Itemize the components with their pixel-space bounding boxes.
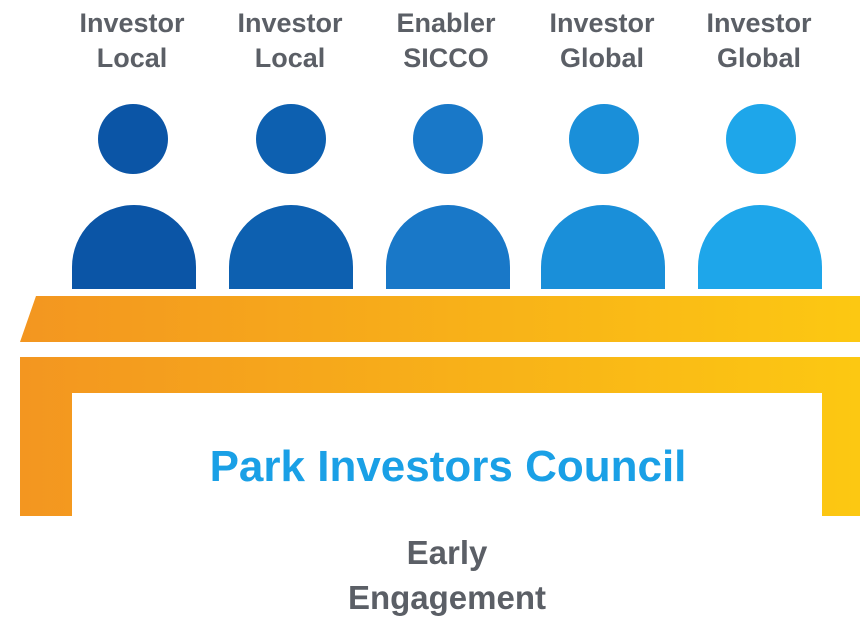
footer-line-2: Engagement (347, 579, 547, 616)
member-role: Investor (706, 8, 812, 38)
member-label-4: Investor Global (532, 6, 672, 76)
person-head (569, 104, 639, 174)
member-label-1: Investor Local (62, 6, 202, 76)
member-role: Investor (237, 8, 343, 38)
member-label-3: Enabler SICCO (376, 6, 516, 76)
table-frame (20, 357, 860, 516)
person-head (256, 104, 326, 174)
table-top (20, 296, 860, 342)
early-engagement-label: Early Engagement (327, 530, 567, 620)
council-title: Park Investors Council (209, 442, 687, 491)
member-label-2: Investor Local (220, 6, 360, 76)
person-head (413, 104, 483, 174)
member-scope: Local (96, 43, 168, 73)
member-label-5: Investor Global (689, 6, 829, 76)
member-scope: Global (559, 43, 644, 73)
member-scope: SICCO (403, 43, 489, 73)
person-head (98, 104, 168, 174)
member-scope: Local (254, 43, 326, 73)
member-role: Investor (79, 8, 185, 38)
member-role: Enabler (396, 8, 496, 38)
member-role: Investor (549, 8, 655, 38)
member-scope: Global (716, 43, 801, 73)
footer-line-1: Early (406, 534, 488, 571)
person-head (726, 104, 796, 174)
